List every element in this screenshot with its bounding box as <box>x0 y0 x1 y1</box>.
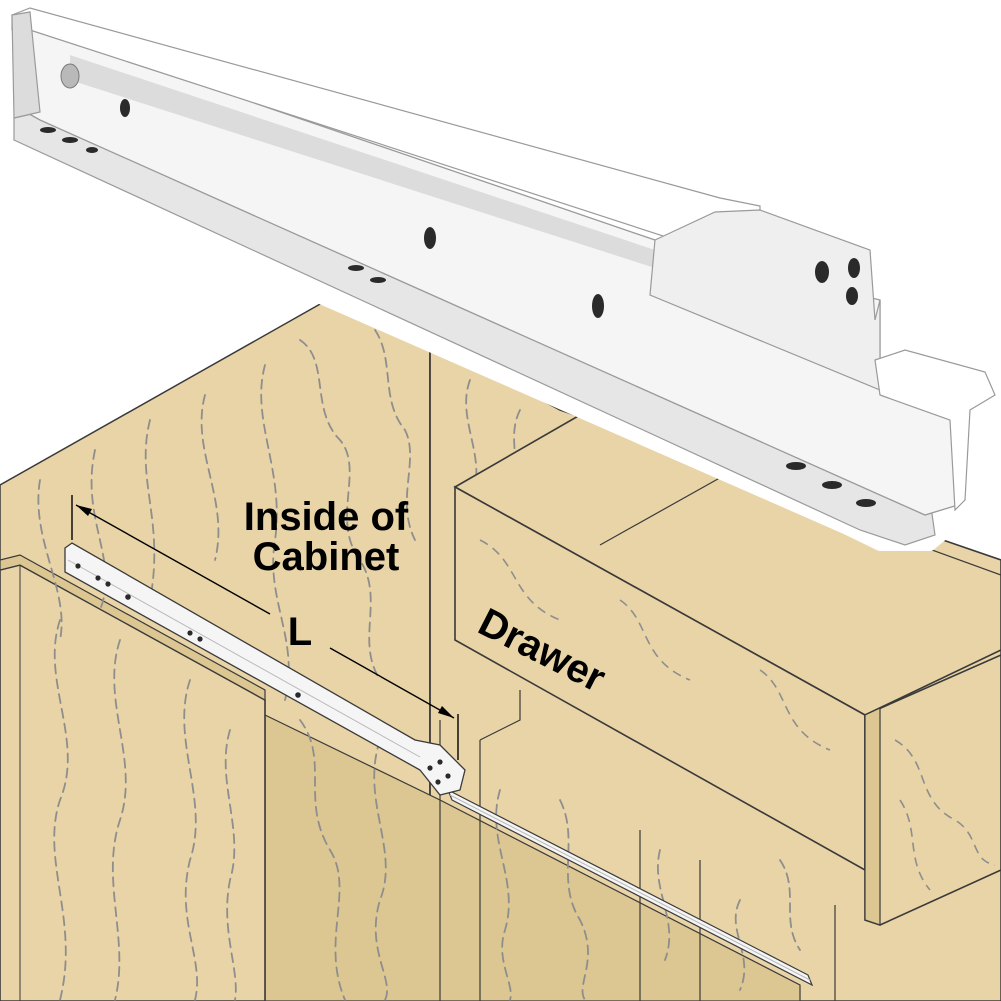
mounted-slide-rail-icon <box>64 542 814 987</box>
length-dimension <box>71 495 459 760</box>
cabinet-label-line1: Inside of <box>244 495 409 539</box>
cabinet-label-line2: Cabinet <box>253 535 400 579</box>
drawer <box>453 414 1001 926</box>
cabinet-front-panel <box>0 554 266 1001</box>
drawer-slide-rail-icon <box>0 2 1001 551</box>
length-label: L <box>288 610 312 654</box>
